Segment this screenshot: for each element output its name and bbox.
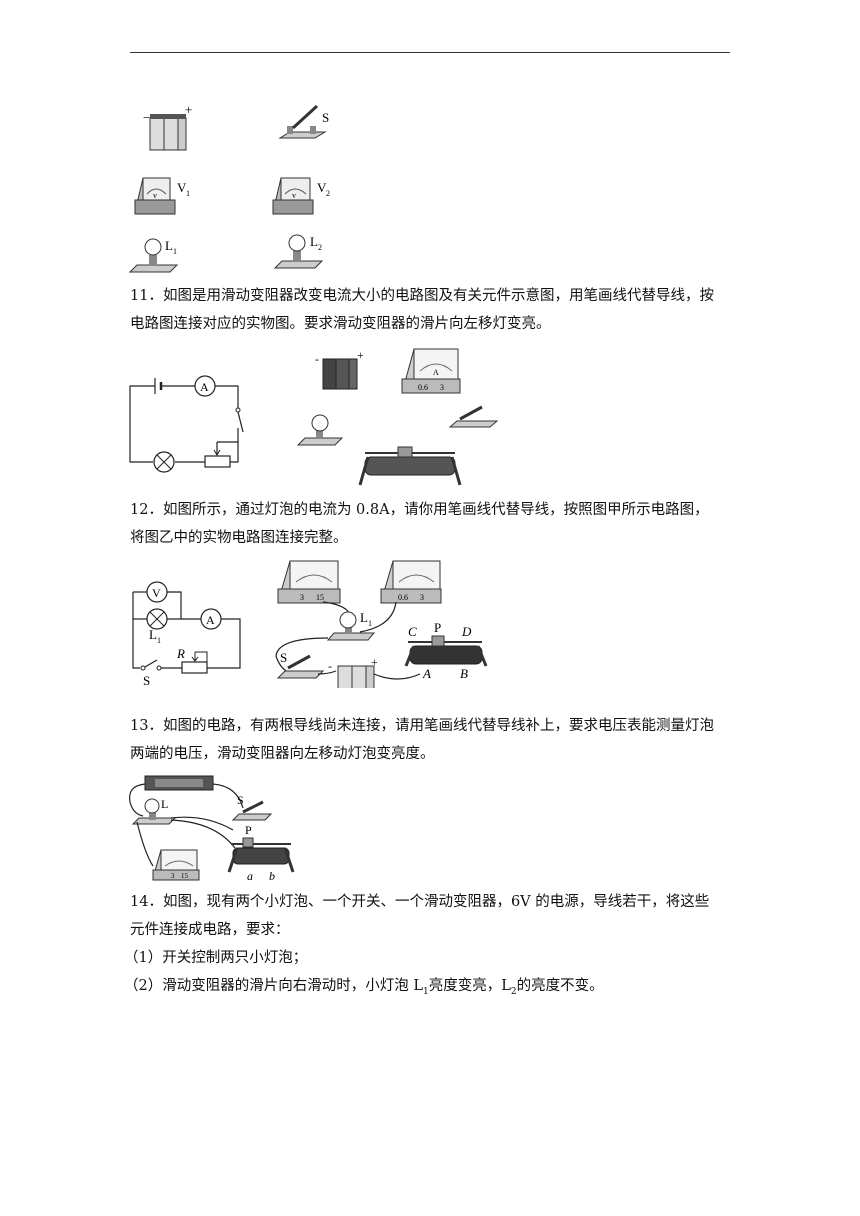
q11-ammeter-symbol: A [200,380,209,394]
question-13: 13．如图的电路，有两根导线尚未连接，请用笔画线代替导线补上，要求电压表能测量灯… [130,712,740,768]
svg-text:15: 15 [316,593,324,602]
svg-text:A: A [433,368,439,377]
svg-text:L: L [149,627,157,642]
svg-text:v: v [292,191,296,200]
svg-text:2: 2 [326,189,330,198]
svg-text:B: B [460,666,468,681]
question-11-line1: 11．如图是用滑动变阻器改变电流大小的电路图及有关元件示意图，用笔画线代替导线，… [130,288,714,304]
voltmeter-2-icon: v V 2 [272,177,330,215]
q11-battery-icon: - + [315,348,364,390]
q12-voltmeter-icon: 3 15 [277,560,341,604]
svg-text:A: A [422,666,431,681]
svg-text:S: S [322,110,329,125]
svg-text:P: P [434,620,441,635]
q12-ammeter-symbol: A [206,613,215,627]
svg-text:L: L [165,238,173,253]
svg-text:v: v [153,191,157,200]
svg-text:V: V [317,180,327,195]
q12-lamp-icon: L 1 [326,610,376,641]
q12-voltmeter-symbol: V [152,586,161,600]
svg-text:−: − [143,110,150,125]
voltmeter-1-icon: v V 1 [134,177,190,215]
svg-text:1: 1 [186,189,190,198]
svg-text:1: 1 [173,247,177,256]
svg-text:-: - [315,352,319,366]
q11-circuit-diagram: A [129,375,244,473]
q12-battery-icon: - + [328,655,378,688]
svg-text:L: L [360,610,368,625]
question-11-line2: 电路图连接对应的实物图。要求滑动变阻器的滑片向左移灯变亮。 [130,316,551,332]
svg-text:C: C [408,624,417,639]
q12-switch-icon: S [276,650,325,679]
svg-text:D: D [461,624,472,639]
header-rule [130,52,730,53]
q13-voltmeter-icon: 3 15 [152,849,200,881]
battery-icon: − + [143,102,192,151]
svg-text:L: L [310,234,318,249]
q13-rheostat-icon: P a b [227,823,295,883]
svg-text:S: S [143,673,150,687]
question-14-requirement-2: （2）滑动变阻器的滑片向右滑动时，小灯泡 L1亮度变亮，L2的亮度不变。 [124,978,604,997]
svg-text:R: R [176,646,185,661]
lamp-2-icon: L 2 [273,234,324,269]
svg-text:a: a [247,869,253,883]
question-14-requirement-1: （1）开关控制两只小灯泡； [124,950,308,966]
svg-text:3: 3 [420,593,424,602]
q13-switch-icon: S [231,793,273,821]
svg-text:1: 1 [157,636,161,645]
svg-text:+: + [357,348,364,362]
question-12: 12．如图所示，通过灯泡的电流为 0.8A，请你用笔画线代替导线，按照图甲所示电… [130,496,740,552]
question-14-line1: 14．如图，现有两个小灯泡、一个开关、一个滑动变阻器，6V 的电源，导线若干，将… [130,894,710,910]
q12-real-circuit: 3 15 0.6 3 L 1 S - + C P D [275,560,488,688]
svg-text:3: 3 [440,383,444,392]
svg-text:-: - [328,659,332,673]
svg-text:P: P [245,823,252,837]
svg-text:+: + [371,655,378,669]
svg-text:15: 15 [181,872,189,880]
q13-lamp-icon: L [131,797,177,825]
svg-text:b: b [269,869,275,883]
switch-icon: S [278,104,329,139]
q11-components-figure: - + A 0.6 3 [296,348,499,486]
q11-ammeter-icon: A 0.6 3 [401,348,461,394]
svg-text:L: L [161,797,168,811]
question-14-line2: 元件连接成电路，要求： [130,922,290,938]
q11-rheostat-icon [358,446,462,486]
q12-circuit-diagram: V A R L 1 S [132,581,241,687]
question-14: 14．如图，现有两个小灯泡、一个开关、一个滑动变阻器，6V 的电源，导线若干，将… [124,888,740,1006]
svg-text:0.6: 0.6 [418,383,428,392]
question-13-line2: 两端的电压，滑动变阻器向左移动灯泡变亮度。 [130,746,435,762]
svg-text:S: S [280,650,287,665]
svg-text:3: 3 [300,593,304,602]
q11-lamp-icon [296,414,344,446]
svg-text:2: 2 [318,243,322,252]
lamp-1-icon: L 1 [128,238,179,273]
svg-text:+: + [185,102,192,117]
svg-text:S: S [237,793,244,807]
svg-text:3: 3 [171,872,175,880]
question-12-line1: 12．如图所示，通过灯泡的电流为 0.8A，请你用笔画线代替导线，按照图甲所示电… [130,502,709,518]
svg-text:V: V [177,180,187,195]
q12-ammeter-icon: 0.6 3 [380,560,442,604]
q13-real-circuit: L S 3 15 P a b [128,775,295,883]
svg-text:0.6: 0.6 [398,593,408,602]
q11-switch-icon [448,405,499,428]
question-12-line2: 将图乙中的实物电路图连接完整。 [130,530,348,546]
svg-text:1: 1 [368,619,372,628]
question-11: 11．如图是用滑动变阻器改变电流大小的电路图及有关元件示意图，用笔画线代替导线，… [130,282,740,338]
q12-rheostat-icon: C P D A B [404,620,488,681]
top-components-figure: − + S v V 1 v V 2 L 1 [128,102,330,273]
question-13-line1: 13．如图的电路，有两根导线尚未连接，请用笔画线代替导线补上，要求电压表能测量灯… [130,718,714,734]
q13-battery-icon [144,775,214,791]
